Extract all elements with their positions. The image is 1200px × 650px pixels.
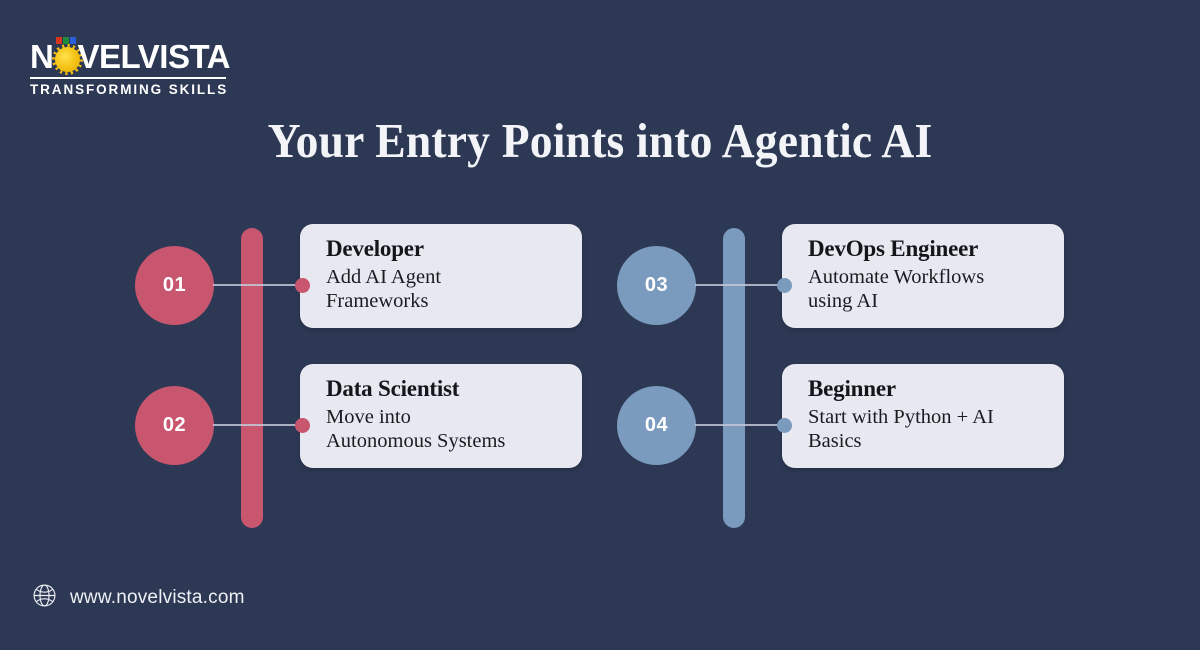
brand-logo: N VELVISTA TRANSFORMING SKILLS <box>30 36 231 97</box>
column-accent-bar <box>241 228 263 528</box>
card-title: DevOps Engineer <box>808 236 979 261</box>
connector-dot <box>777 418 792 433</box>
page-title: Your Entry Points into Agentic AI <box>267 113 933 168</box>
logo-divider <box>30 77 226 79</box>
card-title: Data Scientist <box>326 376 460 401</box>
connector-line <box>695 424 793 426</box>
connector-dot <box>295 418 310 433</box>
connector-dot <box>777 278 792 293</box>
logo-text-prefix: N <box>30 38 54 75</box>
step-number-badge: 02 <box>135 386 214 465</box>
step-number-badge: 01 <box>135 246 214 325</box>
globe-icon <box>32 583 57 613</box>
step-number-badge: 04 <box>617 386 696 465</box>
logo-tagline: TRANSFORMING SKILLS <box>30 82 229 97</box>
column-accent-bar <box>723 228 745 528</box>
card-title: Beginner <box>808 376 896 401</box>
connector-line <box>695 284 793 286</box>
step-number-badge: 03 <box>617 246 696 325</box>
logo-text-suffix: VELVISTA <box>77 38 231 75</box>
website-url: www.novelvista.com <box>70 587 245 608</box>
connector-dot <box>295 278 310 293</box>
connector-line <box>213 424 311 426</box>
footer: www.novelvista.com <box>32 583 245 613</box>
connector-line <box>213 284 311 286</box>
card-title: Developer <box>326 236 424 261</box>
logo-wordmark: N VELVISTA <box>30 36 231 76</box>
sun-icon <box>52 36 84 75</box>
rgb-squares-icon <box>56 36 77 44</box>
